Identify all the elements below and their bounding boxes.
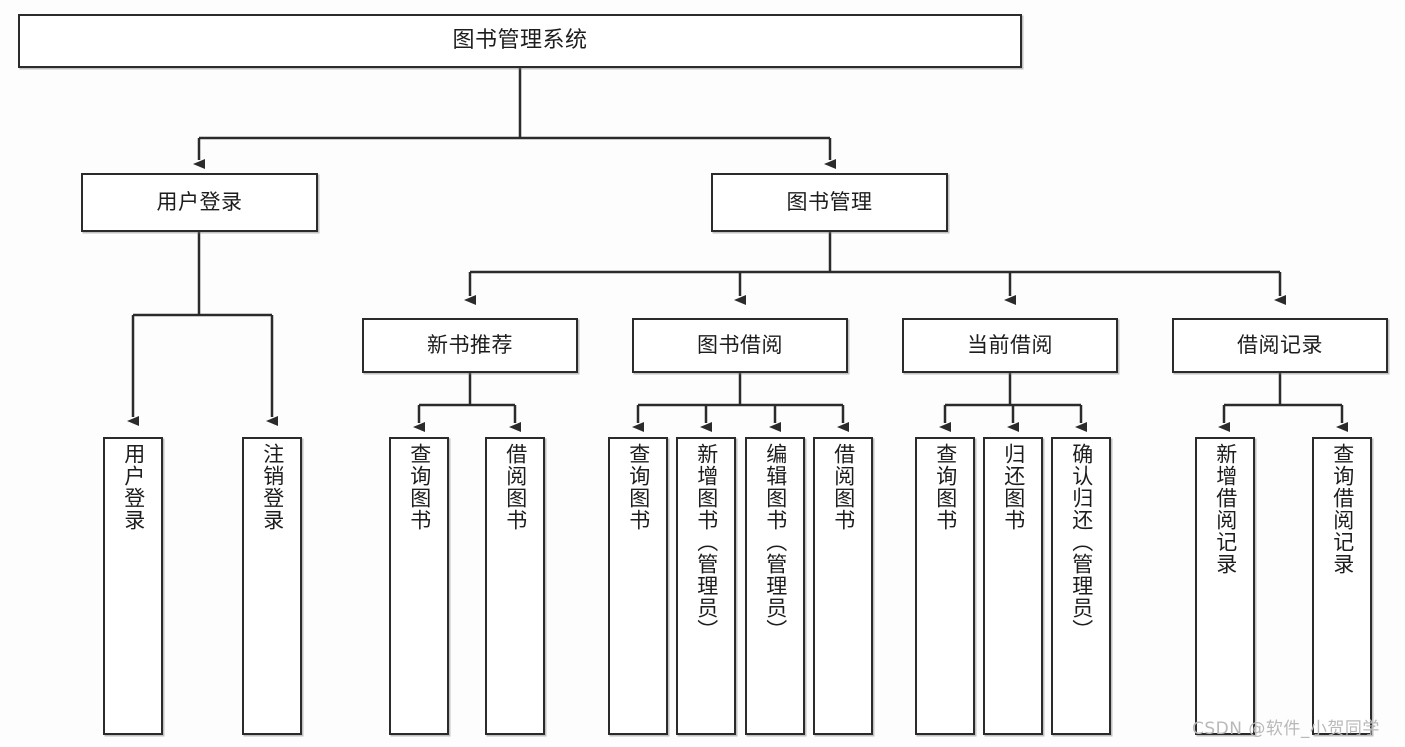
node-leaf-current-query-book[interactable]: 查询图书 xyxy=(915,437,975,735)
node-leaf-borrow-edit-book[interactable]: 编辑图书（管理员） xyxy=(745,437,805,735)
watermark-text: CSDN @软件_小贺同学 xyxy=(1192,719,1380,739)
node-label: 编辑图书（管理员） xyxy=(763,443,788,641)
node-label: 归还图书 xyxy=(1001,443,1026,531)
node-leaf-borrow-add-book[interactable]: 新增图书（管理员） xyxy=(676,437,736,735)
node-leaf-borrow-query-book[interactable]: 查询图书 xyxy=(608,437,668,735)
node-leaf-recommend-borrow-book[interactable]: 借阅图书 xyxy=(485,437,545,735)
node-label: 确认归还（管理员） xyxy=(1069,443,1094,641)
node-label: 查询图书 xyxy=(933,443,958,531)
node-leaf-current-return-book[interactable]: 归还图书 xyxy=(983,437,1043,735)
node-book-management[interactable]: 图书管理 xyxy=(711,173,948,232)
node-leaf-borrow-borrow-book[interactable]: 借阅图书 xyxy=(813,437,873,735)
node-user-login[interactable]: 用户登录 xyxy=(81,173,318,232)
node-label: 图书管理系统 xyxy=(452,28,588,54)
node-label: 新书推荐 xyxy=(427,333,513,358)
node-label: 图书管理 xyxy=(786,190,873,215)
node-label: 用户登录 xyxy=(121,443,146,531)
node-new-book-recommend[interactable]: 新书推荐 xyxy=(362,318,578,373)
node-book-borrow[interactable]: 图书借阅 xyxy=(632,318,848,373)
node-label: 查询图书 xyxy=(626,443,651,531)
node-leaf-recommend-query-book[interactable]: 查询图书 xyxy=(389,437,449,735)
node-label: 借阅图书 xyxy=(503,443,528,531)
node-label: 图书借阅 xyxy=(697,333,783,358)
node-label: 用户登录 xyxy=(156,190,243,215)
node-leaf-user-login-logout[interactable]: 注销登录 xyxy=(242,437,302,735)
node-leaf-record-add-record[interactable]: 新增借阅记录 xyxy=(1195,437,1255,735)
node-label: 借阅图书 xyxy=(831,443,856,531)
node-label: 当前借阅 xyxy=(967,333,1053,358)
node-current-borrow[interactable]: 当前借阅 xyxy=(902,318,1118,373)
node-leaf-record-query-record[interactable]: 查询借阅记录 xyxy=(1312,437,1372,735)
node-label: 新增图书（管理员） xyxy=(694,443,719,641)
node-label: 借阅记录 xyxy=(1237,333,1323,358)
node-borrow-record[interactable]: 借阅记录 xyxy=(1172,318,1388,373)
node-label: 查询借阅记录 xyxy=(1330,443,1355,575)
node-label: 查询图书 xyxy=(407,443,432,531)
node-root-system[interactable]: 图书管理系统 xyxy=(18,14,1022,68)
node-label: 新增借阅记录 xyxy=(1213,443,1238,575)
node-leaf-current-confirm-return[interactable]: 确认归还（管理员） xyxy=(1051,437,1111,735)
node-leaf-user-login-login[interactable]: 用户登录 xyxy=(103,437,163,735)
node-label: 注销登录 xyxy=(260,443,285,531)
